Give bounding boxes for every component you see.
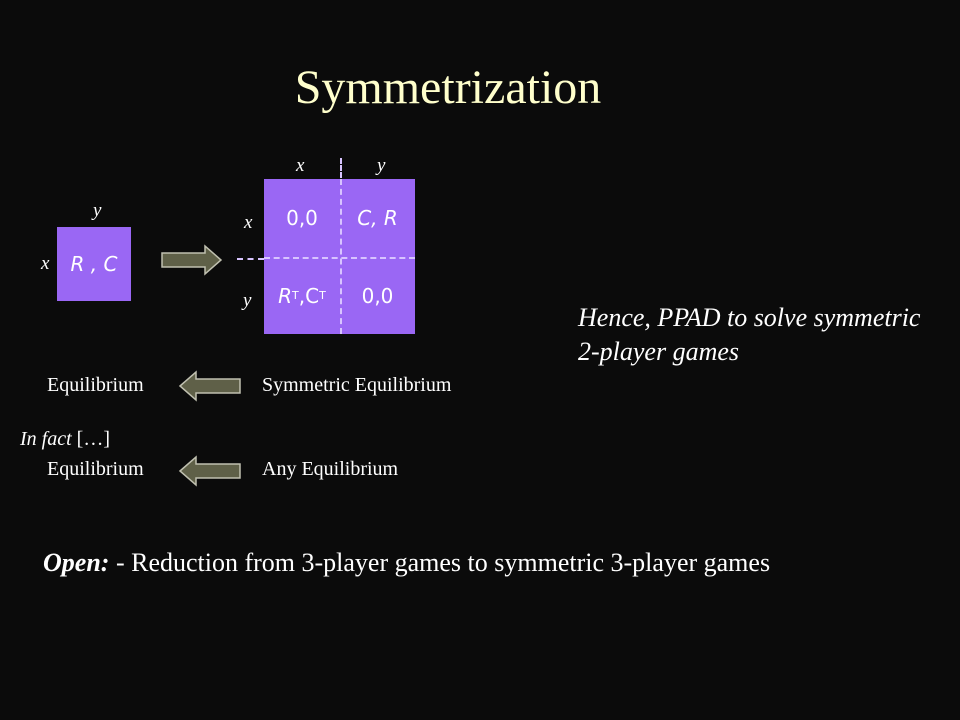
cell-top-right: C, R xyxy=(357,206,398,230)
arrow-left-icon-2 xyxy=(178,455,241,487)
arrow-left-icon xyxy=(178,370,241,402)
symmetric-equilibrium-label: Symmetric Equilibrium xyxy=(262,374,452,396)
row-divider-left xyxy=(237,258,264,260)
big-game-row-label-y: y xyxy=(243,290,252,311)
small-game-matrix: R , C xyxy=(57,227,131,301)
small-game-row-label: x xyxy=(41,253,50,274)
small-game-col-label: y xyxy=(93,200,102,221)
small-game-cell: R , C xyxy=(70,252,118,276)
open-text: - Reduction from 3-player games to symme… xyxy=(109,548,771,577)
in-fact-note: In fact […] xyxy=(20,428,110,450)
cell-bottom-right: 0,0 xyxy=(361,283,394,308)
col-divider xyxy=(340,179,342,334)
cell-top-left: 0,0 xyxy=(286,206,318,230)
any-equilibrium-label: Any Equilibrium xyxy=(262,458,399,480)
hence-note: Hence, PPAD to solve symmetric 2-player … xyxy=(578,303,921,366)
col-divider-above xyxy=(340,158,342,178)
equilibrium-label-2: Equilibrium xyxy=(47,458,144,480)
open-label: Open: xyxy=(43,548,110,577)
big-game-row-label-x: x xyxy=(244,212,253,233)
big-game-col-label-x: x xyxy=(296,155,305,176)
slide-title: Symmetrization xyxy=(294,61,602,114)
equilibrium-label-1: Equilibrium xyxy=(47,374,144,396)
big-game-col-label-y: y xyxy=(377,155,386,176)
arrow-right-icon xyxy=(161,244,223,276)
row-divider xyxy=(264,257,415,259)
open-problem: Open: - Reduction from 3-player games to… xyxy=(43,546,770,580)
